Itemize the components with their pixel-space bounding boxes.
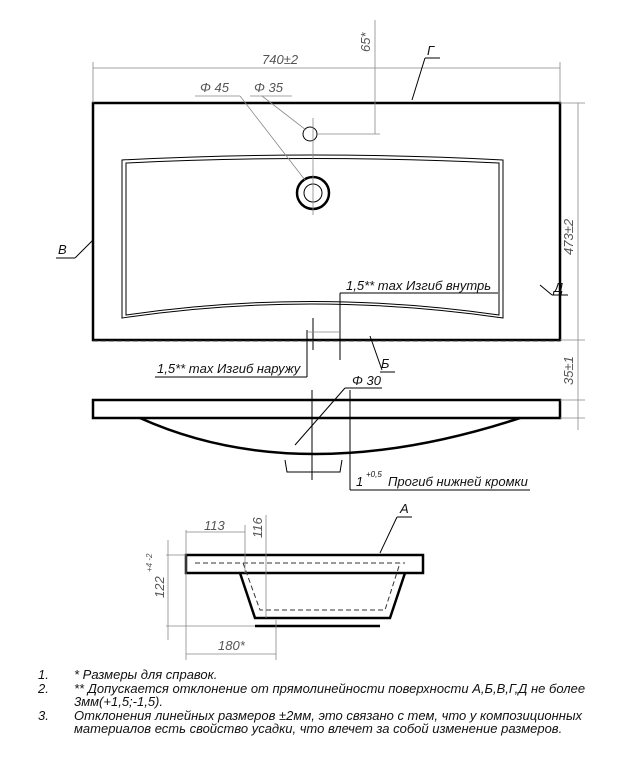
basin-outline: [121, 154, 504, 319]
width-dimension: 740±2: [262, 52, 299, 67]
front-slab: [91, 398, 562, 420]
drain-diameter: Φ 30: [352, 373, 382, 388]
front-view: Φ 30 35±1 1 +0,5 Прогиб нижней кромки: [91, 356, 585, 491]
note-item: 1.* Размеры для справок.: [38, 667, 218, 682]
sag-value: 1: [356, 474, 363, 489]
dimension-113: 113: [204, 518, 225, 533]
notes: 1.* Размеры для справок. 2.** Допускаетс…: [38, 668, 608, 736]
bowl-curve: [139, 416, 521, 456]
bend-outward-note: 1,5** max Изгиб наружу: [157, 361, 302, 376]
surface-label-g: Г: [427, 43, 435, 58]
side-bowl: [238, 572, 407, 620]
surface-label-d: Д: [552, 280, 563, 295]
drain-stub: [284, 459, 343, 473]
dimension-116: 116: [250, 517, 265, 538]
sag-label: Прогиб нижней кромки: [388, 474, 528, 489]
note-item: 2.** Допускается отклонение от прямолине…: [38, 680, 586, 709]
offset-dimension: 65*: [358, 32, 373, 52]
depth-dimension: 473±2: [561, 218, 576, 255]
surface-label-v: В: [58, 242, 67, 257]
diameter-45: Φ 45: [200, 80, 230, 95]
surface-label-a: А: [399, 501, 409, 516]
sag-tolerance: +0,5: [366, 470, 382, 479]
dimension-122: 122: [152, 576, 167, 598]
thickness-dimension: 35±1: [561, 356, 576, 385]
dimension-180: 180*: [218, 638, 246, 653]
note-item: 3.Отклонения линейных размеров ±2мм, это…: [38, 707, 583, 736]
dimension-122-tolerance: +4 -2: [145, 553, 154, 572]
side-slab: [184, 553, 425, 575]
surface-label-b: Б: [381, 356, 390, 371]
diameter-35: Φ 35: [254, 80, 284, 95]
faucet-hole: [302, 126, 318, 142]
top-outline: [91, 101, 562, 342]
side-view: 113 116 122 +4 -2 180* А: [145, 501, 425, 660]
bend-inward-note: 1,5** max Изгиб внутрь: [346, 278, 491, 293]
top-view: 740±2 65* Г Φ 45 Φ 35 473±2 В Д 1,5** ma…: [56, 20, 585, 430]
